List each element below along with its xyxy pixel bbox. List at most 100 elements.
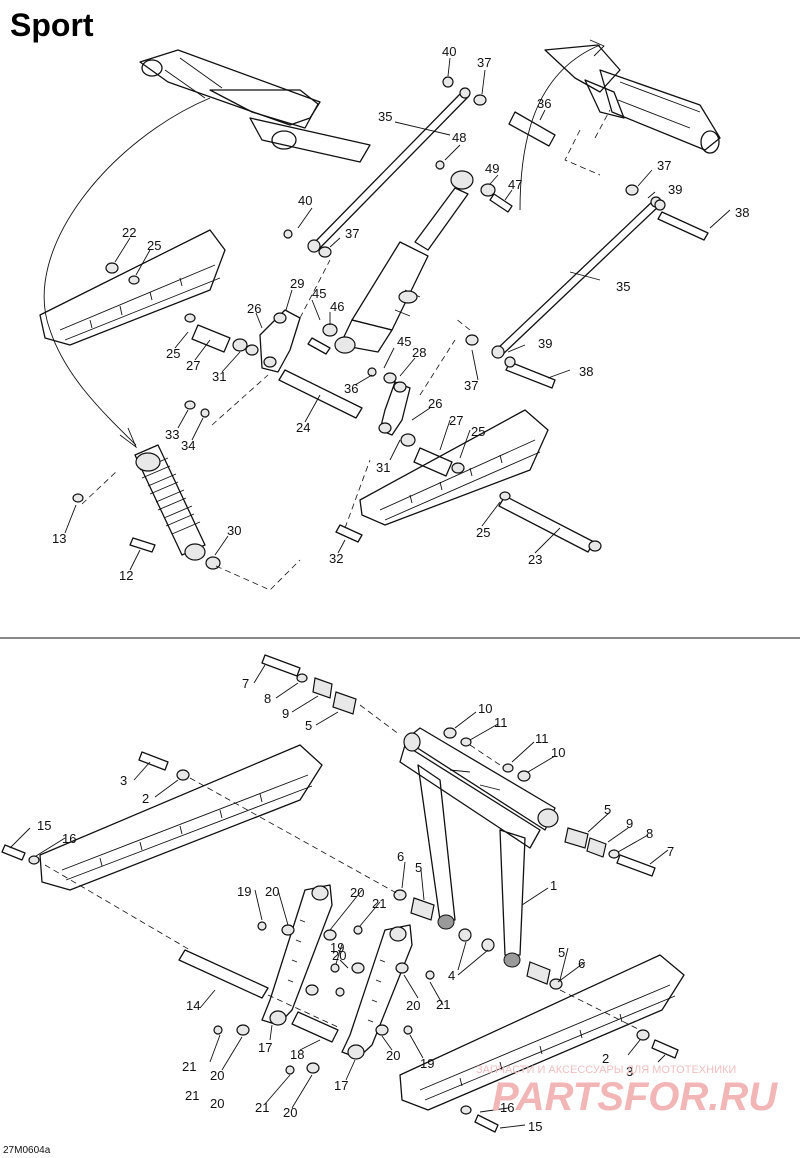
callout-label: 5 <box>415 860 422 875</box>
callout-label: 17 <box>258 1040 272 1055</box>
callout-label: 9 <box>626 816 633 831</box>
callout-label: 3 <box>626 1064 633 1079</box>
arc-arrow-left <box>43 97 211 446</box>
link-left <box>259 309 301 373</box>
callout-label: 16 <box>62 831 76 846</box>
callout-label: 37 <box>464 378 478 393</box>
upper-assembly <box>39 39 721 591</box>
callout-label: 15 <box>37 818 51 833</box>
callout-label: 25 <box>471 424 485 439</box>
bolt-38-upper <box>657 211 709 241</box>
callout-label: 26 <box>247 301 261 316</box>
callout-label: 3 <box>120 773 127 788</box>
callout-label: 2 <box>602 1051 609 1066</box>
callout-label: 20 <box>210 1068 224 1083</box>
callout-leaders <box>9 57 731 1129</box>
callout-label: 12 <box>119 568 133 583</box>
callout-label: 36 <box>344 381 358 396</box>
callout-label: 21 <box>185 1088 199 1103</box>
callout-label: 47 <box>508 177 522 192</box>
link-plate-left <box>261 884 333 1026</box>
callout-label: 35 <box>616 279 630 294</box>
callout-label: 21 <box>372 896 386 911</box>
link-plate-right <box>341 924 413 1060</box>
callout-label: 37 <box>657 158 671 173</box>
callout-label: 40 <box>442 44 456 59</box>
callout-label: 15 <box>528 1119 542 1134</box>
callout-label: 21 <box>255 1100 269 1115</box>
callout-label: 33 <box>165 427 179 442</box>
callout-labels: 40 37 36 35 48 49 47 37 39 38 40 37 22 2… <box>37 44 749 1134</box>
callout-label: 36 <box>537 96 551 111</box>
lower-assembly <box>1 654 685 1133</box>
callout-label: 31 <box>376 460 390 475</box>
callout-label: 26 <box>428 396 442 411</box>
callout-label: 38 <box>579 364 593 379</box>
callout-label: 45 <box>397 334 411 349</box>
callout-label: 35 <box>378 109 392 124</box>
callout-label: 27 <box>449 413 463 428</box>
rail-left <box>39 229 226 346</box>
callout-label: 6 <box>578 956 585 971</box>
sleeve-36-upper <box>508 111 556 147</box>
spacer-27-left <box>191 324 231 353</box>
axle-14 <box>178 949 269 999</box>
callout-label: 8 <box>264 691 271 706</box>
callout-label: 10 <box>478 701 492 716</box>
callout-label: 11 <box>494 715 508 730</box>
axle-24 <box>278 369 363 419</box>
watermark: ЗАПЧАСТИ И АКСЕССУАРЫ ДЛЯ МОТОТЕХНИКИ PA… <box>476 1064 778 1119</box>
rear-arm-ghost <box>544 44 721 154</box>
callout-label: 32 <box>329 551 343 566</box>
lower-rail-right <box>399 954 685 1111</box>
callout-label: 20 <box>265 884 279 899</box>
rail-right <box>359 409 549 526</box>
callout-label: 31 <box>212 369 226 384</box>
diagram-code: 27M0604a <box>3 1145 51 1156</box>
callout-label: 27 <box>186 358 200 373</box>
callout-label: 25 <box>476 525 490 540</box>
bolt-7-top <box>261 654 301 677</box>
callout-label: 20 <box>406 998 420 1013</box>
watermark-logo: PARTSFOR.RU <box>492 1075 778 1119</box>
callout-label: 20 <box>283 1105 297 1120</box>
callout-label: 2 <box>142 791 149 806</box>
callout-label: 48 <box>452 130 466 145</box>
callout-label: 20 <box>332 948 346 963</box>
callout-label: 20 <box>210 1096 224 1111</box>
bolt-12 <box>129 537 156 553</box>
callout-label: 8 <box>646 826 653 841</box>
callout-label: 37 <box>477 55 491 70</box>
callout-label: 19 <box>330 940 344 955</box>
lower-rail-left <box>39 744 323 891</box>
callout-label: 6 <box>397 849 404 864</box>
tie-rod-upper-edge <box>317 96 469 251</box>
callout-label: 34 <box>181 438 195 453</box>
callout-label: 28 <box>412 345 426 360</box>
callout-label: 16 <box>500 1100 514 1115</box>
rear-shock-spring <box>134 444 206 561</box>
bolt-7-right <box>616 854 656 877</box>
callout-label: 1 <box>550 878 557 893</box>
bolt-32 <box>335 524 363 543</box>
callout-label: 22 <box>122 225 136 240</box>
arc-arrowhead-left <box>119 427 138 449</box>
rear-arm-1 <box>399 727 559 968</box>
diagram-title: Sport <box>10 7 94 43</box>
callout-label: 18 <box>290 1047 304 1062</box>
callout-label: 19 <box>237 884 251 899</box>
callout-label: 40 <box>298 193 312 208</box>
callout-label: 4 <box>448 968 455 983</box>
callout-label: 39 <box>538 336 552 351</box>
callout-label: 7 <box>242 676 249 691</box>
callout-label: 23 <box>528 552 542 567</box>
callout-label: 49 <box>485 161 499 176</box>
callout-label: 5 <box>604 802 611 817</box>
arc-arrow-right <box>519 44 601 211</box>
callout-label: 46 <box>330 299 344 314</box>
tie-rod-lower <box>495 199 655 351</box>
callout-label: 25 <box>147 238 161 253</box>
bolt-38-lower <box>505 361 556 389</box>
callout-label: 10 <box>551 745 565 760</box>
